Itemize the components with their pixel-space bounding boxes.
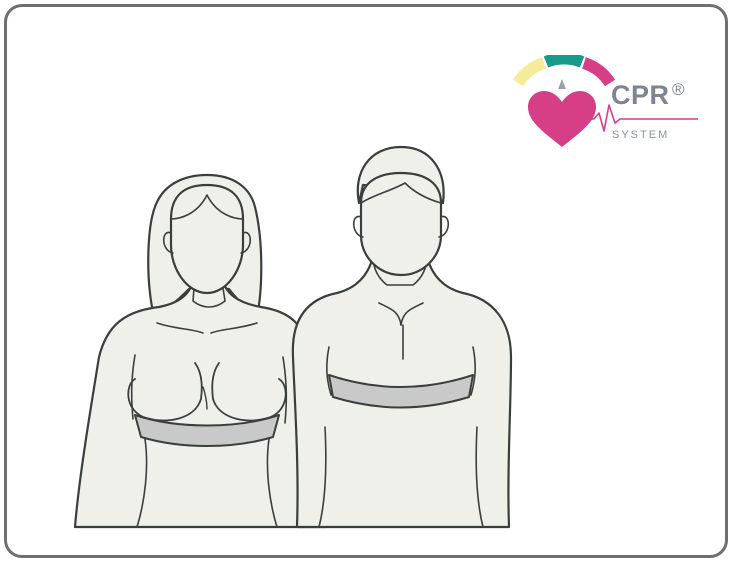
man-face — [361, 173, 441, 275]
logo-wordmark: CPR — [611, 82, 670, 109]
gauge-yellow-segment — [518, 63, 544, 83]
registered-mark: ® — [672, 81, 685, 98]
cpr-system-logo: CPR ® SYSTEM — [512, 55, 702, 155]
gauge-needle-icon — [558, 79, 566, 89]
gauge-pink-segment — [584, 63, 610, 83]
illustration-card: CPR ® SYSTEM — [4, 4, 728, 558]
man-figure — [293, 147, 511, 527]
woman-face — [171, 185, 243, 293]
logo-subtitle: SYSTEM — [612, 130, 669, 141]
gauge-teal-segment — [546, 58, 582, 62]
woman-figure — [75, 175, 325, 527]
